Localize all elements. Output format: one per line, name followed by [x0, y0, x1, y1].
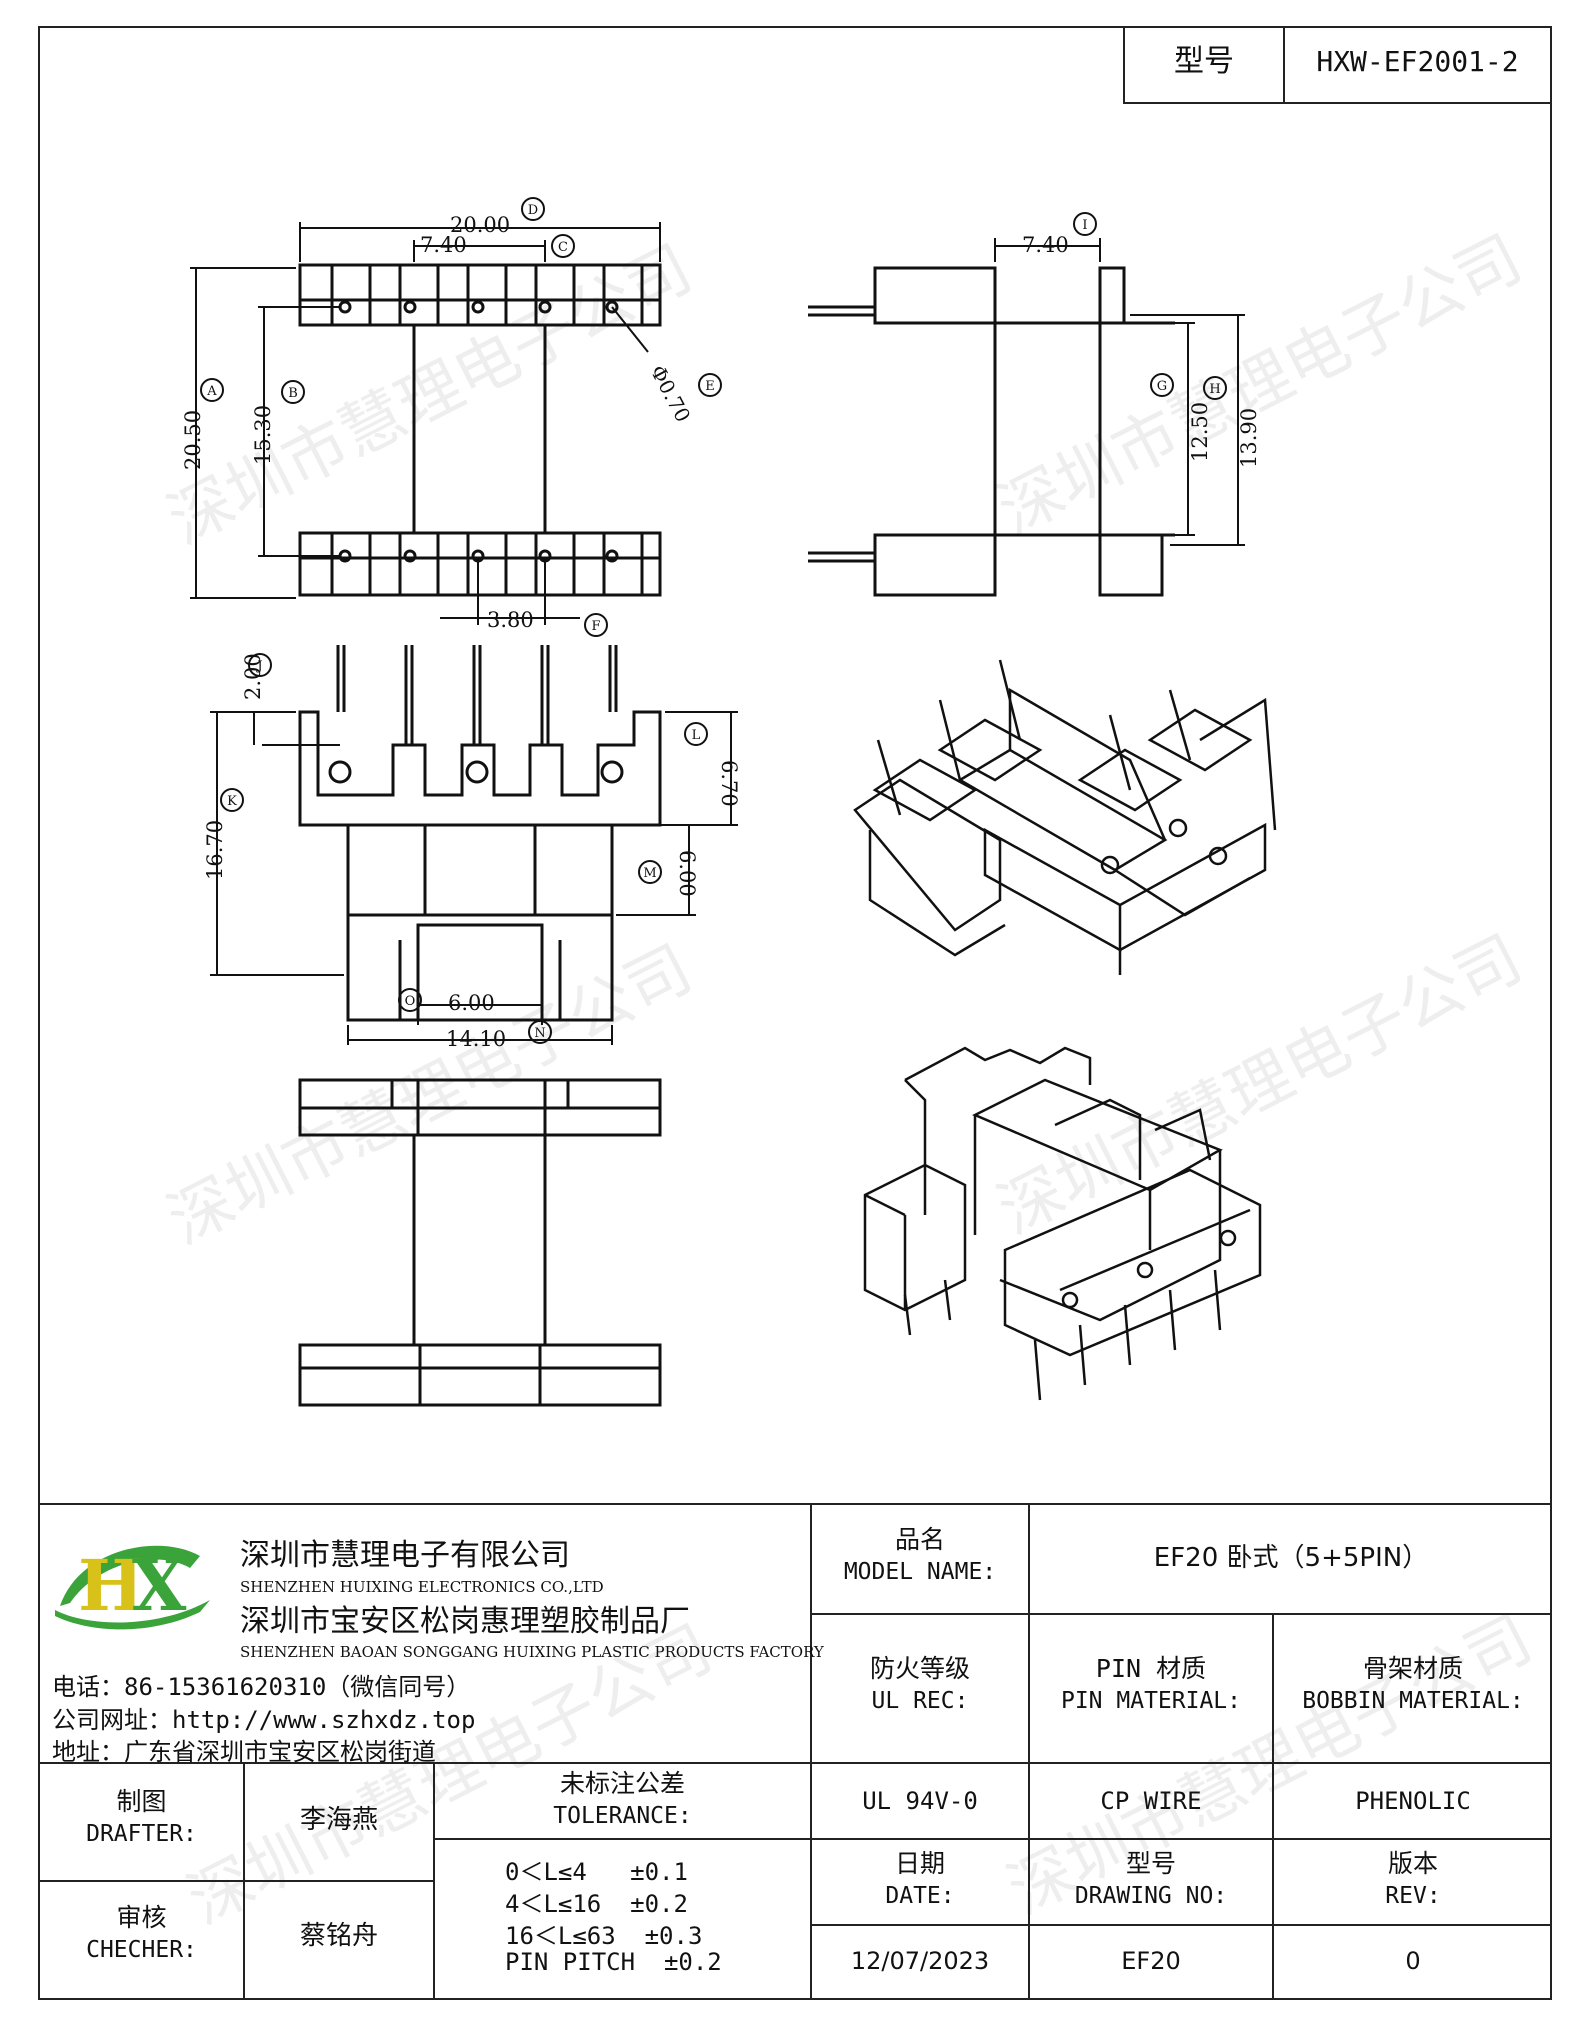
- callout-H: H: [1209, 382, 1220, 397]
- model-label: 型号: [1174, 44, 1234, 79]
- date-label-cn: 日期: [894, 1849, 945, 1878]
- callout-I: I: [1082, 218, 1087, 233]
- callout-K: K: [227, 794, 237, 809]
- rev-label-cn: 版本: [1387, 1849, 1438, 1878]
- checker-label-en: CHECHER:: [86, 1937, 197, 1963]
- checker-label-cn: 审核: [116, 1903, 167, 1932]
- rev-value: 0: [1405, 1947, 1421, 1975]
- model-name-value: EF20 卧式（5+5PIN）: [1153, 1543, 1429, 1573]
- model-value: HXW-EF2001-2: [1316, 45, 1519, 78]
- logo-h: H: [78, 1544, 144, 1627]
- callout-B: B: [288, 386, 298, 401]
- model-name-cn: 品名: [894, 1525, 945, 1554]
- dim-side-inner: 12.50: [1188, 402, 1212, 462]
- drafter-label-cn: 制图: [116, 1787, 167, 1816]
- bobbin-value: PHENOLIC: [1355, 1787, 1471, 1815]
- tolerance-label-cn: 未标注公差: [559, 1769, 685, 1798]
- company-logo: H X: [55, 1544, 210, 1630]
- company-name-cn: 深圳市慧理电子有限公司: [240, 1538, 570, 1573]
- company-address: 地址：广东省深圳市宝安区松岗街道: [52, 1738, 436, 1766]
- company-phone: 电话：86-15361620310（微信同号）: [52, 1673, 471, 1701]
- ul-value: UL 94V-0: [862, 1787, 978, 1815]
- callout-C: C: [558, 240, 568, 255]
- tolerance-line-4: PIN PITCH ±0.2: [505, 1948, 722, 1976]
- callout-D: D: [528, 203, 538, 218]
- dim-left-inner: 15.30: [251, 405, 275, 465]
- pin-value: CP WIRE: [1100, 1787, 1202, 1815]
- drafter-value: 李海燕: [299, 1805, 378, 1835]
- isometric-view-top: [853, 659, 1277, 975]
- tolerance-line-1: 0＜L≤4 ±0.1: [505, 1858, 688, 1886]
- drawing-label-en: DRAWING NO:: [1074, 1883, 1228, 1909]
- drafter-label-en: DRAFTER:: [86, 1821, 197, 1847]
- pin-label-cn: PIN 材质: [1095, 1654, 1207, 1683]
- callout-J: J: [255, 659, 262, 674]
- factory-name-en: SHENZHEN BAOAN SONGGANG HUIXING PLASTIC …: [240, 1643, 824, 1661]
- side-view: [808, 238, 1245, 597]
- factory-name-cn: 深圳市宝安区松岗惠理塑胶制品厂: [240, 1604, 690, 1639]
- bobbin-label-en: BOBBIN MATERIAL:: [1302, 1688, 1524, 1714]
- callout-L: L: [692, 728, 701, 743]
- checker-value: 蔡铭舟: [299, 1921, 378, 1951]
- callout-N: N: [534, 1026, 545, 1041]
- tolerance-line-2: 4＜L≤16 ±0.2: [505, 1890, 688, 1918]
- front-view: [210, 645, 738, 1045]
- company-website: 公司网址：http://www.szhxdz.top: [52, 1706, 476, 1734]
- date-value: 12/07/2023: [850, 1947, 990, 1975]
- date-label-en: DATE:: [885, 1883, 955, 1909]
- rev-label-en: REV:: [1385, 1883, 1441, 1909]
- drawing-frame: [38, 26, 1552, 2000]
- dim-total-h: 16.70: [203, 820, 227, 880]
- dim-side-pitch: 7.40: [1022, 233, 1069, 257]
- drawing-label-cn: 型号: [1125, 1849, 1176, 1878]
- bottom-view: [298, 1078, 662, 1407]
- title-block: [38, 1503, 1552, 2000]
- logo-x: X: [132, 1544, 187, 1627]
- model-name-en: MODEL NAME:: [843, 1559, 997, 1585]
- dim-pin-dia: Φ0.70: [646, 361, 696, 426]
- tolerance-line-3: 16＜L≤63 ±0.3: [505, 1922, 703, 1950]
- callout-G: G: [1157, 379, 1167, 394]
- dim-top-width: 20.00: [450, 213, 510, 237]
- bobbin-label-cn: 骨架材质: [1362, 1654, 1463, 1683]
- dim-side-outer: 13.90: [1237, 408, 1261, 468]
- callout-O: O: [405, 994, 416, 1009]
- isometric-view-bottom: [863, 1046, 1262, 1401]
- dim-core-h: 6.00: [675, 850, 699, 897]
- dim-total-w: 14.10: [446, 1027, 506, 1051]
- dim-top-pitch: 7.40: [420, 233, 467, 257]
- tolerance-label-en: TOLERANCE:: [553, 1803, 692, 1829]
- technical-drawing: 20.00 7.40 Φ0.70 20.50 15.30 3.80 7.40 1…: [181, 197, 1277, 1407]
- ul-label-en: UL REC:: [871, 1688, 969, 1714]
- callout-A: A: [206, 384, 217, 399]
- pin-label-en: PIN MATERIAL:: [1060, 1688, 1241, 1714]
- dim-bottom-pitch: 3.80: [487, 608, 534, 632]
- model-box: [1123, 26, 1552, 104]
- dim-slot-w: 6.00: [448, 991, 495, 1015]
- callout-F: F: [591, 619, 600, 634]
- ul-label-cn: 防火等级: [869, 1654, 970, 1683]
- callout-E: E: [705, 379, 715, 394]
- callout-M: M: [643, 866, 656, 881]
- dim-left-height: 20.50: [181, 410, 205, 470]
- top-view: [190, 222, 662, 625]
- company-name-en: SHENZHEN HUIXING ELECTRONICS CO.,LTD: [240, 1578, 604, 1596]
- drawing-value: EF20: [1121, 1947, 1181, 1975]
- dim-flange: 6.70: [717, 760, 741, 807]
